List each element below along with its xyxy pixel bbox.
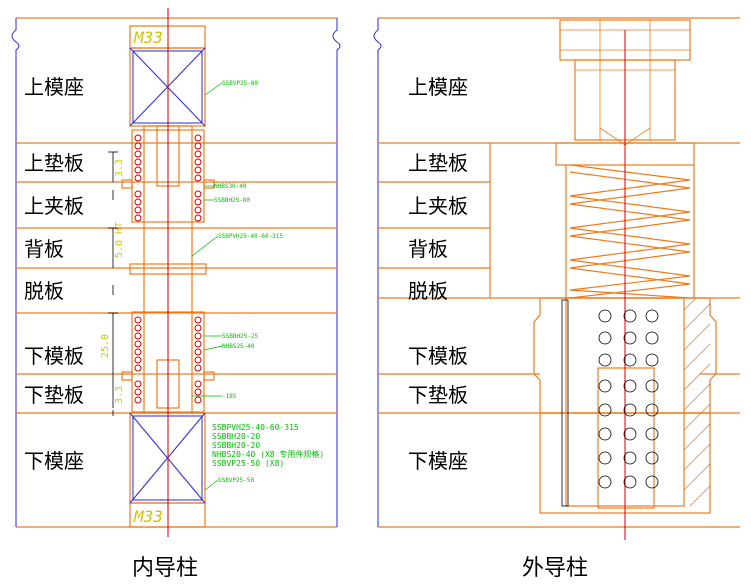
plate-label-stripper-plate: 脱板 bbox=[24, 279, 64, 303]
plate-label-upper-clamp-plate: 上夹板 bbox=[24, 194, 84, 218]
thread-label-bottom: M33 bbox=[133, 507, 163, 526]
plate-label-lower-backing-plate: 下垫板 bbox=[24, 383, 84, 407]
outer-plate-label-upper-backing-plate: 上垫板 bbox=[408, 151, 468, 175]
caption-inner-guide-post: 内导柱 bbox=[132, 556, 198, 581]
lower-ball-cage bbox=[134, 316, 202, 404]
outer-ball-bearings bbox=[598, 309, 659, 489]
dim-3-3-top: 3.3 bbox=[114, 159, 125, 177]
outer-plate-label-lower-backing-plate: 下垫板 bbox=[408, 383, 468, 407]
callout-spec-line-1: SSBPVH25-40-60-315 bbox=[212, 423, 299, 432]
caption-outer-guide-post: 外导柱 bbox=[522, 556, 588, 581]
callout-guide-post: SSBPVH25-40-60-315 bbox=[218, 233, 283, 240]
callout-bush-upper-a: NHBS30-40 bbox=[214, 183, 247, 190]
plate-label-upper-backing-plate: 上垫板 bbox=[24, 151, 84, 175]
outer-plate-label-upper-clamp-plate: 上夹板 bbox=[408, 194, 468, 218]
outer-plate-label-lower-die-plate: 下模板 bbox=[408, 344, 468, 368]
plate-label-lower-die-plate: 下模板 bbox=[24, 344, 84, 368]
callout-bush-lower-a: SSBBH25-25 bbox=[222, 333, 259, 340]
callout-bush-upper-b: SSBBH25-80 bbox=[214, 197, 251, 204]
inner-guide-post-view: 3.3 5.0 HT 25.0 3.3 M33 M33 上模座 上垫板 上夹板 … bbox=[11, 8, 341, 581]
callout-spec-line-4: NHBS20-40 (X8 专用件规格) bbox=[212, 449, 324, 459]
callout-pin: -185 bbox=[222, 393, 237, 400]
callout-bush-lower-b: NHBS25-40 bbox=[222, 343, 255, 350]
dim-5-0: 5.0 HT bbox=[114, 222, 125, 258]
outer-guide-post-view: 上模座 上垫板 上夹板 背板 脱板 下模板 下垫板 下模座 外导柱 bbox=[373, 17, 740, 581]
upper-ball-cage bbox=[134, 134, 202, 222]
callout-spec-line-5: SSBVP25-50 (X8) bbox=[212, 459, 284, 468]
callout-shoulder-bolt-bottom: SSBVP25-50 bbox=[218, 477, 255, 484]
callout-spec-line-2: SSBBH20-20 bbox=[212, 432, 260, 441]
plate-label-lower-die-base: 下模座 bbox=[24, 449, 84, 473]
dim-25-0: 25.0 bbox=[100, 334, 111, 358]
thread-label-top: M33 bbox=[133, 28, 163, 47]
bush-wall-hatch bbox=[683, 297, 711, 507]
outer-plate-label-stripper-plate: 脱板 bbox=[408, 279, 448, 303]
plate-label-upper-die-base: 上模座 bbox=[24, 75, 84, 99]
outer-plate-label-back-plate: 背板 bbox=[408, 237, 448, 261]
outer-plate-label-upper-die-base: 上模座 bbox=[408, 75, 468, 99]
dim-3-3-bottom: 3.3 bbox=[114, 386, 125, 404]
outer-plate-label-lower-die-base: 下模座 bbox=[408, 449, 468, 473]
plate-label-back-plate: 背板 bbox=[24, 237, 64, 261]
callout-shoulder-bolt-top: SSBVP25-80 bbox=[222, 80, 259, 87]
callout-spec-line-3: SSBBH20-20 bbox=[212, 441, 260, 450]
